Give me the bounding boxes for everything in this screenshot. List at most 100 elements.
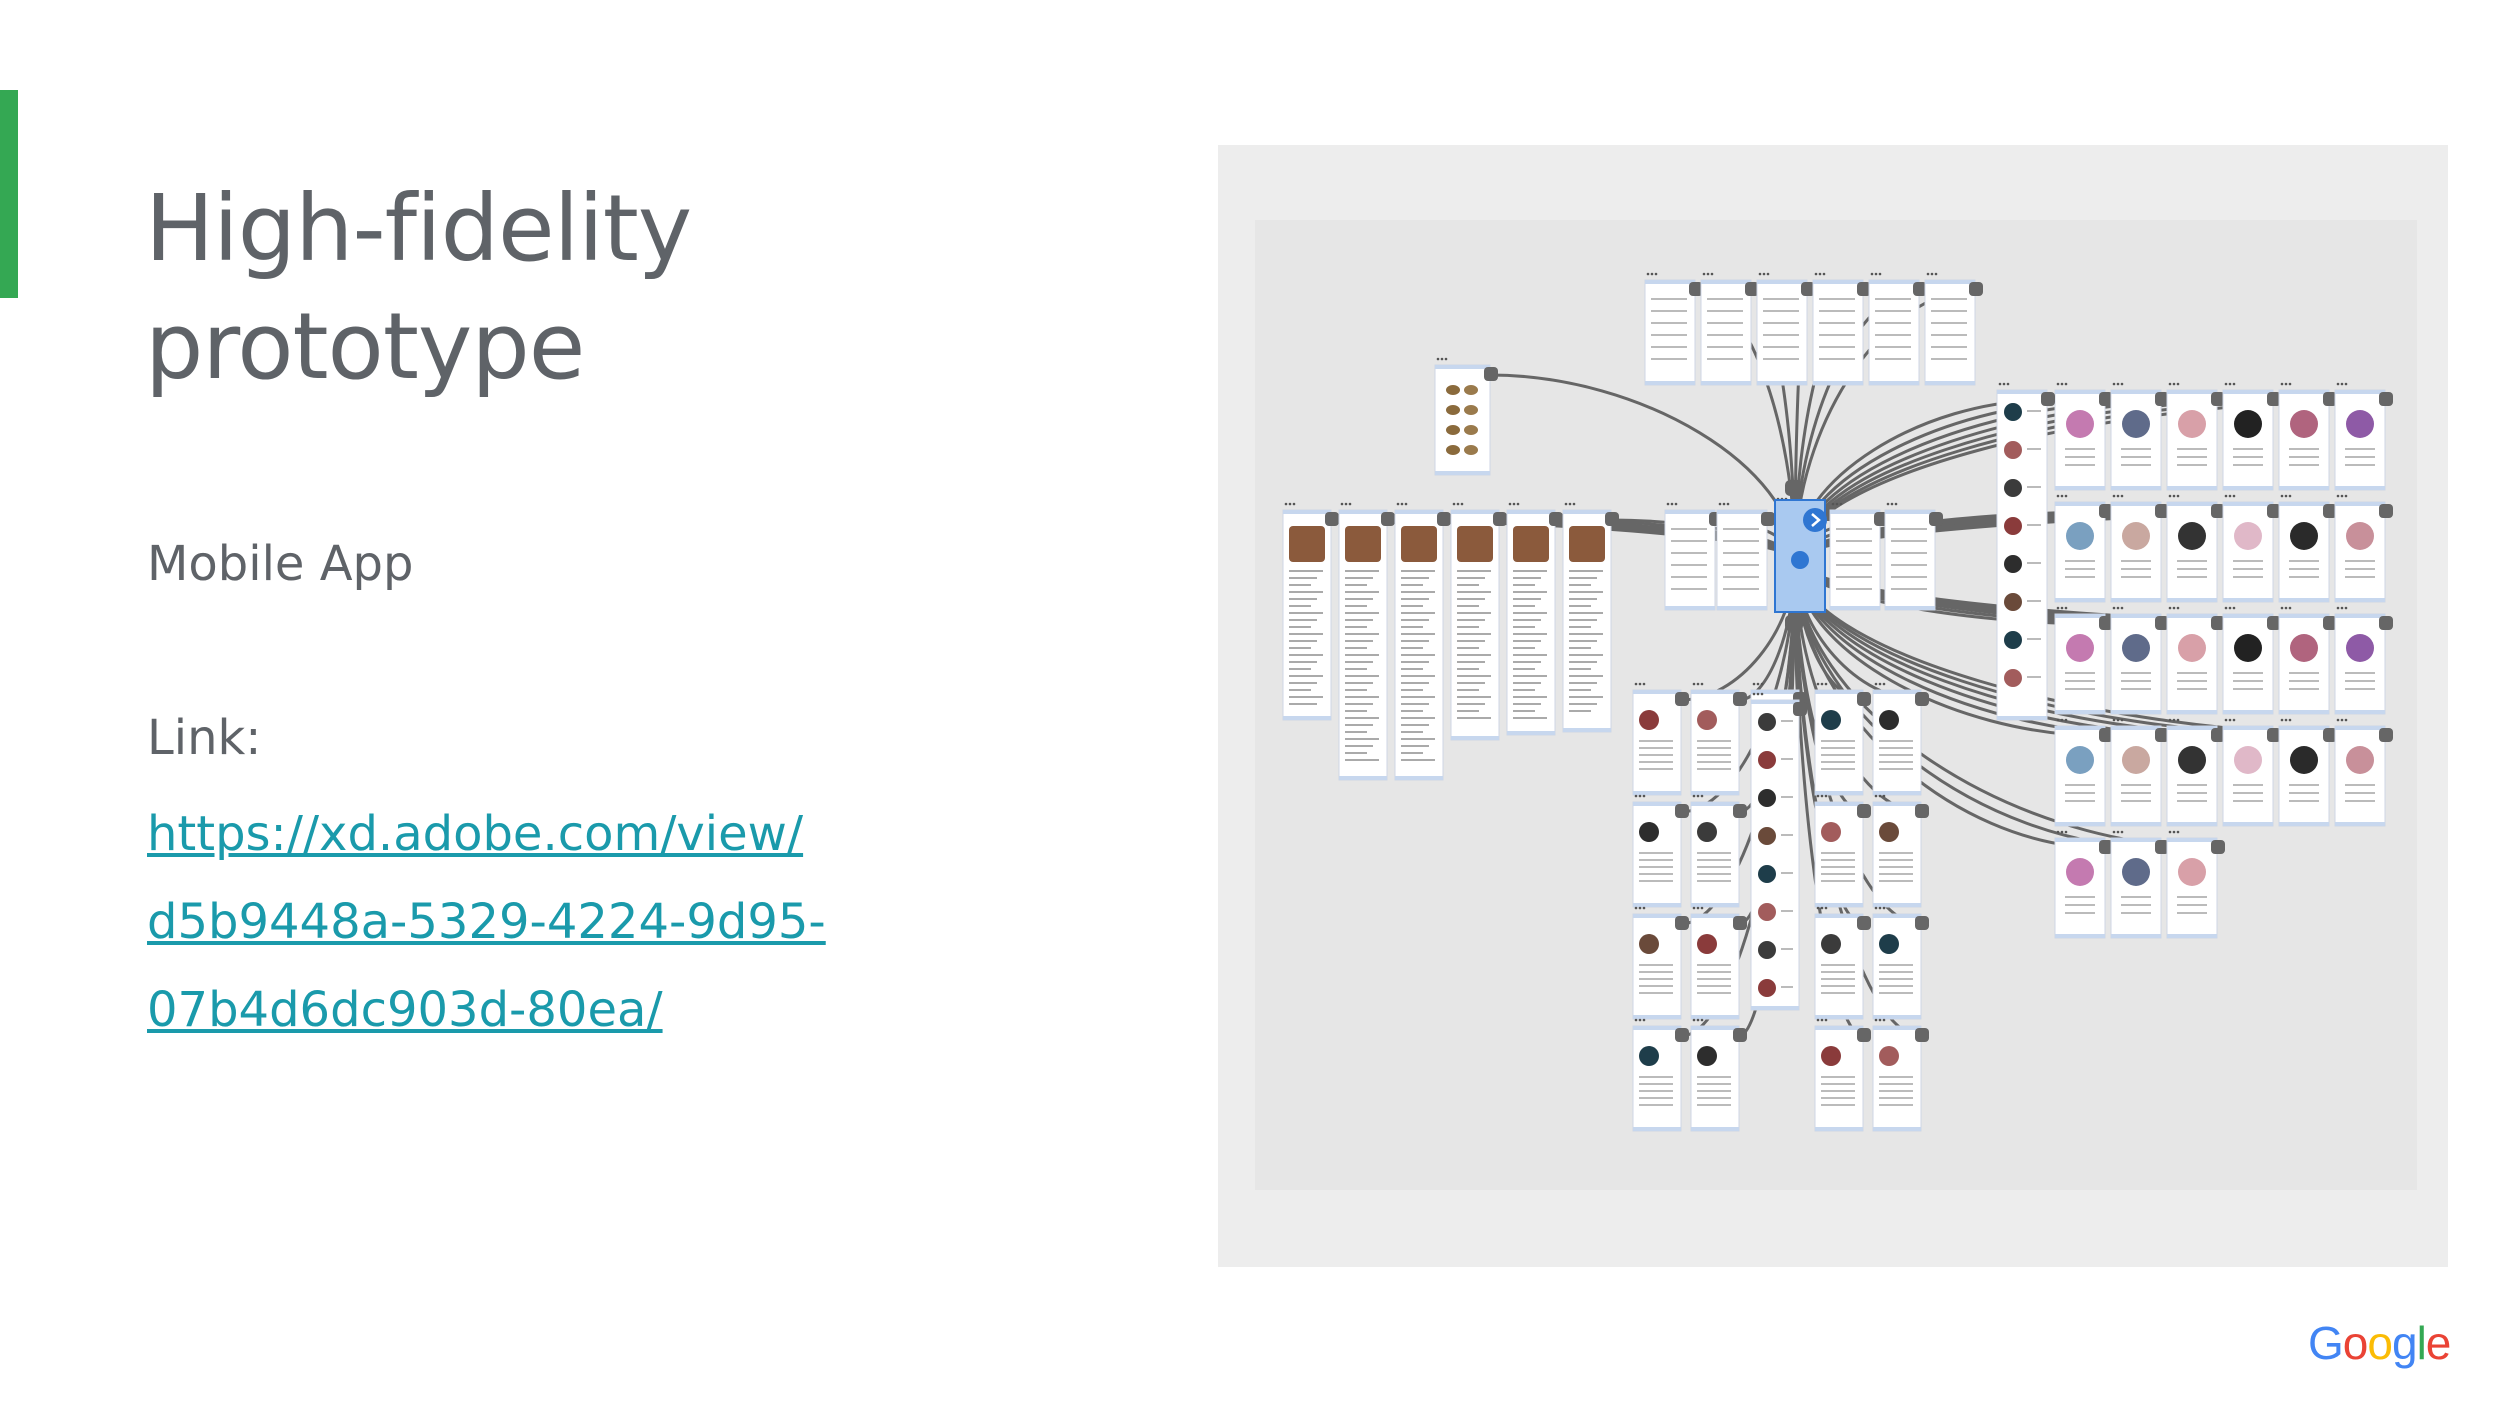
text-line <box>1345 696 1379 698</box>
artboard-menu-dot <box>1634 794 1638 798</box>
title-line-1: High-fidelity <box>145 175 692 282</box>
text-line <box>2289 672 2319 674</box>
circle-photo <box>2178 634 2206 662</box>
artboard-menu-dot <box>1700 682 1704 686</box>
text-line <box>1931 358 1967 360</box>
text-line <box>2233 576 2263 578</box>
text-line <box>1345 570 1379 572</box>
text-line <box>1345 577 1373 579</box>
text-line <box>1651 310 1687 312</box>
text-line <box>2065 576 2095 578</box>
text-line <box>2121 904 2151 906</box>
slide-title: High-fidelity prototype <box>145 170 845 406</box>
text-line <box>1821 1097 1855 1099</box>
avatar-photo <box>1639 934 1659 954</box>
artboard-menu-dot <box>2116 718 2120 722</box>
food-thumb <box>1446 405 1460 415</box>
text-line <box>1639 754 1673 756</box>
text-line <box>1763 322 1799 324</box>
connector-node <box>2379 728 2393 742</box>
text-line <box>1289 577 1317 579</box>
avatar-photo <box>1821 1046 1841 1066</box>
avatar-photo <box>1821 710 1841 730</box>
google-logo-letter: e <box>2425 1317 2452 1369</box>
text-line <box>1781 720 1793 722</box>
prototype-link[interactable]: https://xd.adobe.com/view/ d5b9448a-5329… <box>147 790 826 1054</box>
connector-node <box>2155 840 2169 854</box>
text-line <box>1781 758 1793 760</box>
artboard <box>1632 1025 1682 1132</box>
artboard-header <box>2223 502 2273 506</box>
text-line <box>2233 456 2263 458</box>
connector-node <box>2267 728 2281 742</box>
text-line <box>1707 298 1743 300</box>
text-line <box>1457 661 1485 663</box>
text-line <box>2233 560 2263 562</box>
artboard-header <box>1885 510 1935 514</box>
text-line <box>1879 985 1913 987</box>
subtitle: Mobile App <box>147 536 414 592</box>
text-line <box>1401 703 1429 705</box>
connector-node <box>1493 512 1507 526</box>
artboard-menu-dot <box>1568 502 1572 506</box>
artboard <box>2278 389 2330 491</box>
artboard-menu-dot <box>1646 272 1650 276</box>
text-line <box>1513 605 1535 607</box>
avatar-photo <box>1758 979 1776 997</box>
circle-photo <box>2346 634 2374 662</box>
artboard-menu-dot <box>2116 606 2120 610</box>
text-line <box>1513 612 1547 614</box>
text-line <box>1457 584 1479 586</box>
text-line <box>2065 904 2095 906</box>
text-line <box>1345 752 1367 754</box>
artboard-footer <box>1691 1015 1739 1019</box>
text-line <box>1401 710 1423 712</box>
artboard-menu-dot <box>1874 1018 1878 1022</box>
text-line <box>2065 456 2095 458</box>
google-logo-letter: g <box>2391 1317 2418 1369</box>
artboard-menu-dot <box>2176 606 2180 610</box>
artboard <box>1814 1025 1864 1132</box>
artboard-header <box>1751 700 1799 704</box>
artboard-menu-dot <box>1835 502 1839 506</box>
artboard-menu-dot <box>2056 606 2060 610</box>
artboard-footer <box>1633 903 1681 907</box>
connector-node <box>2323 504 2337 518</box>
text-line <box>1891 588 1927 590</box>
connector-node <box>2211 616 2225 630</box>
artboard-menu-dot <box>2288 494 2292 498</box>
text-line <box>1671 552 1707 554</box>
artboard-menu-dot <box>1822 272 1826 276</box>
connector-node <box>1675 804 1689 818</box>
artboard-header <box>1691 690 1739 694</box>
artboard-header <box>1813 280 1863 284</box>
text-line <box>1651 358 1687 360</box>
text-line <box>1931 322 1967 324</box>
avatar-photo <box>1639 822 1659 842</box>
text-line <box>2121 568 2151 570</box>
artboard-menu-dot <box>1831 502 1835 506</box>
artboard-header <box>1751 690 1799 694</box>
text-line <box>1697 1104 1731 1106</box>
avatar-photo <box>1758 789 1776 807</box>
text-line <box>1345 619 1373 621</box>
text-line <box>1651 346 1687 348</box>
artboard <box>2110 389 2162 491</box>
artboard-menu-dot <box>1722 502 1726 506</box>
artboard <box>2054 501 2106 603</box>
artboard-header <box>1757 280 1807 284</box>
artboard-menu-dot <box>1696 1018 1700 1022</box>
prototype-canvas <box>1255 220 2417 1190</box>
text-line <box>1723 564 1759 566</box>
artboard-header <box>1830 510 1880 514</box>
artboard-footer <box>2167 486 2217 490</box>
text-line <box>1821 740 1855 742</box>
text-line <box>1639 880 1673 882</box>
text-line <box>2289 456 2319 458</box>
text-line <box>1697 852 1731 854</box>
text-line <box>1697 1083 1731 1085</box>
artboard-header <box>2279 390 2329 394</box>
text-line <box>1879 852 1913 854</box>
text-line <box>1697 880 1731 882</box>
text-line <box>1639 1076 1673 1078</box>
